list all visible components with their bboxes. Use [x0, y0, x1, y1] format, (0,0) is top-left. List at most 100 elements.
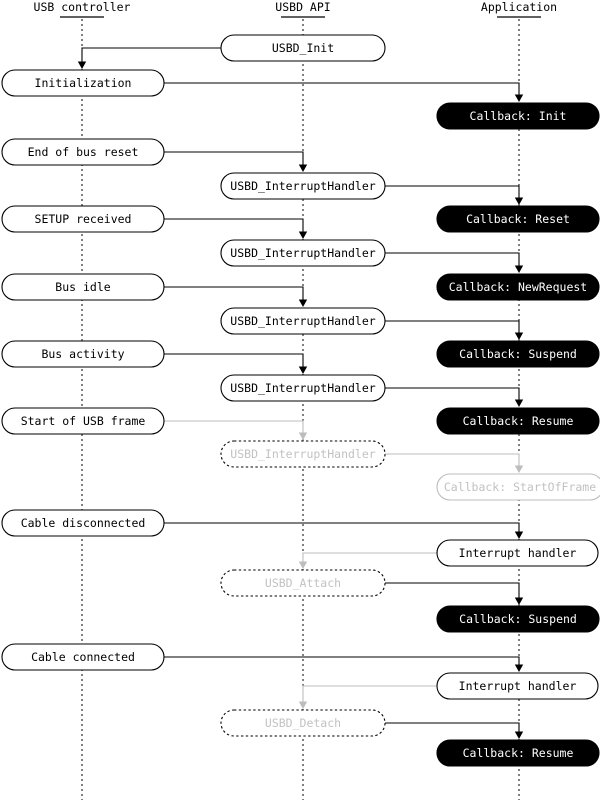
node-shape — [220, 239, 386, 267]
arrow-head — [514, 465, 524, 473]
node-shape — [1, 138, 165, 166]
node-shape — [220, 172, 386, 200]
node-shape — [436, 273, 600, 301]
connector-c18 — [385, 722, 520, 732]
connector-c1 — [81, 47, 221, 62]
node-shape — [436, 739, 600, 767]
node-interrupt-handler-5[interactable]: USBD_InterruptHandler — [220, 440, 386, 468]
node-label: USBD_InterruptHandler — [230, 246, 375, 260]
node-start-of-usb-frame[interactable]: Start of USB frame — [1, 407, 165, 435]
node-shape — [220, 709, 386, 737]
node-label: Initialization — [35, 76, 132, 90]
connector-c16 — [164, 656, 520, 665]
arrow-head — [77, 61, 87, 69]
arrow-head — [514, 332, 524, 340]
arrow-head — [298, 366, 308, 374]
node-usbd-attach[interactable]: USBD_Attach — [220, 569, 386, 597]
node-shape — [1, 69, 165, 97]
node-label: End of bus reset — [28, 145, 139, 159]
connector-c5 — [164, 218, 304, 232]
connector-c6 — [385, 252, 520, 266]
node-shape — [1, 205, 165, 233]
node-label: Cable disconnected — [21, 516, 146, 530]
node-shape — [220, 307, 386, 335]
node-shape — [220, 34, 386, 62]
node-initialization[interactable]: Initialization — [1, 69, 165, 97]
connector-c12 — [385, 453, 520, 466]
node-callback-reset[interactable]: Callback: Reset — [436, 205, 600, 233]
node-callback-init[interactable]: Callback: Init — [436, 102, 600, 130]
node-label: USBD_InterruptHandler — [230, 381, 375, 395]
node-shape — [1, 509, 165, 537]
node-label: USBD_InterruptHandler — [230, 314, 375, 328]
lane-title-usbd-api: USBD API — [275, 0, 330, 14]
node-callback-resume-1[interactable]: Callback: Resume — [436, 407, 600, 435]
arrow-head — [298, 164, 308, 172]
node-label: Callback: StartOfFrame — [444, 480, 596, 494]
lane-title-application: Application — [481, 0, 557, 14]
connector-c14 — [302, 552, 437, 562]
lane-titles-layer: USB controller USBD API Application — [34, 0, 557, 18]
node-end-of-bus-reset[interactable]: End of bus reset — [1, 138, 165, 166]
node-shape — [220, 569, 386, 597]
node-shape — [436, 340, 600, 368]
node-label: Callback: Suspend — [459, 347, 577, 361]
node-label: Callback: Reset — [466, 212, 570, 226]
node-label: USBD_InterruptHandler — [230, 447, 375, 461]
node-label: Callback: NewRequest — [449, 280, 587, 294]
node-shape — [1, 340, 165, 368]
node-label: Interrupt handler — [459, 546, 577, 560]
connector-c9 — [164, 353, 304, 367]
node-shape — [436, 205, 600, 233]
connector-c2 — [164, 82, 520, 95]
arrow-head — [514, 731, 524, 739]
node-label: USBD_Init — [272, 41, 334, 55]
node-shape — [436, 672, 599, 700]
node-callback-startofframe[interactable]: Callback: StartOfFrame — [436, 473, 600, 501]
node-bus-activity[interactable]: Bus activity — [1, 340, 165, 368]
node-usbd-detach[interactable]: USBD_Detach — [220, 709, 386, 737]
arrow-head — [298, 701, 308, 709]
connector-c17 — [302, 685, 437, 702]
node-interrupt-handler-app-2[interactable]: Interrupt handler — [436, 672, 599, 700]
connector-c7 — [164, 286, 304, 300]
node-cable-connected[interactable]: Cable connected — [1, 643, 165, 671]
node-usbd-init[interactable]: USBD_Init — [220, 34, 386, 62]
connector-c11 — [164, 420, 304, 433]
node-label: Bus activity — [41, 347, 124, 361]
node-shape — [220, 374, 386, 402]
node-interrupt-handler-1[interactable]: USBD_InterruptHandler — [220, 172, 386, 200]
arrow-head — [298, 299, 308, 307]
node-label: Callback: Resume — [463, 746, 574, 760]
connector-c15 — [385, 582, 520, 598]
node-label: Cable connected — [31, 650, 135, 664]
node-setup-received[interactable]: SETUP received — [1, 205, 165, 233]
arrow-head — [514, 664, 524, 672]
node-label: Start of USB frame — [21, 414, 146, 428]
arrow-head — [514, 597, 524, 605]
node-callback-resume-2[interactable]: Callback: Resume — [436, 739, 600, 767]
node-label: Callback: Resume — [463, 414, 574, 428]
node-bus-idle[interactable]: Bus idle — [1, 273, 165, 301]
arrow-head — [514, 265, 524, 273]
node-label: SETUP received — [35, 212, 132, 226]
node-shape — [1, 643, 165, 671]
connector-c10 — [385, 387, 520, 400]
node-cable-disconnected[interactable]: Cable disconnected — [1, 509, 165, 537]
lane-title-usb-controller: USB controller — [34, 0, 131, 14]
connector-c8 — [385, 320, 520, 333]
node-callback-suspend-2[interactable]: Callback: Suspend — [436, 605, 600, 633]
node-shape — [436, 605, 600, 633]
node-callback-newrequest[interactable]: Callback: NewRequest — [436, 273, 600, 301]
node-callback-suspend-1[interactable]: Callback: Suspend — [436, 340, 600, 368]
arrow-head — [298, 231, 308, 239]
node-interrupt-handler-3[interactable]: USBD_InterruptHandler — [220, 307, 386, 335]
node-interrupt-handler-4[interactable]: USBD_InterruptHandler — [220, 374, 386, 402]
node-interrupt-handler-app-1[interactable]: Interrupt handler — [436, 539, 599, 567]
node-label: Interrupt handler — [459, 679, 577, 693]
node-interrupt-handler-2[interactable]: USBD_InterruptHandler — [220, 239, 386, 267]
node-label: USBD_InterruptHandler — [230, 179, 375, 193]
node-shape — [436, 473, 600, 501]
arrow-head — [298, 561, 308, 569]
